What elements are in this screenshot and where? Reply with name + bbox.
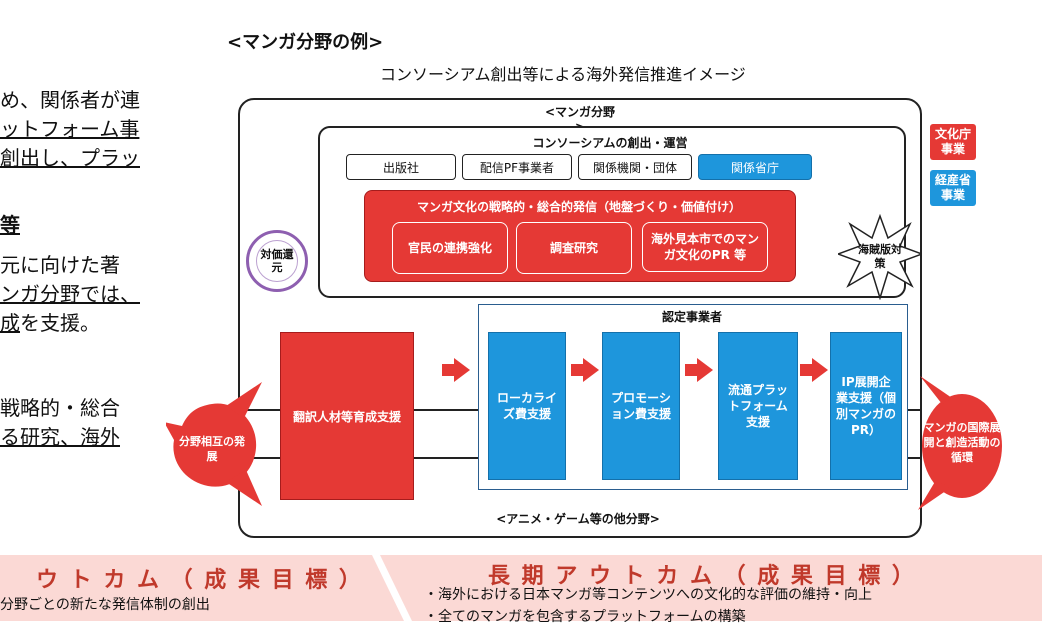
- left-text-line: 創出し、プラッ: [0, 146, 140, 170]
- piracy-label: 海賊版対策: [858, 243, 902, 270]
- left-balloon-shape: [166, 382, 262, 506]
- long-outcome-title: 長 期 ア ウ ト カ ム （ 成 果 目 標 ）: [488, 564, 916, 589]
- left-text-line: ンガ分野では、: [0, 282, 140, 306]
- legend-meti: 経産省事業: [930, 170, 976, 206]
- stakeholder-ministries: 関係省庁: [698, 154, 812, 180]
- left-text-line: ットフォーム事: [0, 117, 140, 141]
- certified-title: 認定事業者: [661, 310, 722, 324]
- compensation-circle: 対価還元: [246, 230, 308, 292]
- left-text-line: 元に向けた著: [0, 253, 120, 277]
- consortium-title: コンソーシアムの創出・運営: [532, 136, 688, 150]
- outcome-band: [0, 555, 1042, 621]
- strategy-item-trade-fair: 海外見本市でのマンガ文化のPR 等: [642, 222, 768, 272]
- step-platform: 流通プラットフォーム支援: [718, 332, 798, 480]
- mid-outcome-title: ウ ト カ ム （ 成 果 目 標 ）: [36, 568, 363, 593]
- translation-support: 翻訳人材等育成支援: [280, 332, 414, 500]
- step-localization: ローカライズ費支援: [488, 332, 566, 480]
- bottom-label: <アニメ・ゲーム等の他分野>: [496, 512, 660, 526]
- strategy-title: マンガ文化の戦略的・総合的発信（地盤づくり・価値付け）: [416, 200, 741, 214]
- diagram-title: コンソーシアム創出等による海外発信推進イメージ: [380, 65, 746, 84]
- left-text-line: 戦略的・総合: [0, 396, 120, 420]
- piracy-starburst: [838, 214, 922, 300]
- legend-bunkacho: 文化庁事業: [930, 124, 976, 160]
- stakeholder-distributor: 配信PF事業者: [462, 154, 572, 180]
- flow-arrow: [800, 358, 828, 382]
- compensation-label: 対価還元: [256, 240, 298, 282]
- step-promotion: プロモーション費支援: [602, 332, 680, 480]
- strategy-block: [364, 190, 796, 282]
- stakeholder-publisher: 出版社: [346, 154, 456, 180]
- step-ip-development: IP展開企業支援（個別マンガのPR）: [830, 332, 902, 480]
- left-text-line: る研究、海外: [0, 425, 120, 449]
- left-text-rest: を支援。: [20, 311, 100, 335]
- long-outcome-item: ・海外における日本マンガ等コンテンツへの文化的な評価の維持・向上: [424, 587, 872, 603]
- left-text-line: め、関係者が連: [0, 88, 140, 112]
- left-balloon-label: 分野相互の発展: [179, 435, 245, 463]
- left-text-underlined: 成: [0, 311, 20, 335]
- strategy-item-partnership: 官民の連携強化: [392, 222, 508, 274]
- strategy-item-research: 調査研究: [516, 222, 632, 274]
- left-text-line: 等: [0, 213, 20, 237]
- section-heading: <マンガ分野の例>: [227, 32, 384, 53]
- long-outcome-item: ・全てのマンガを包含するプラットフォームの構築: [424, 609, 746, 625]
- right-balloon-label: マンガの国際展開と創造活動の循環: [923, 421, 1001, 464]
- mid-outcome-item: 分野ごとの新たな発信体制の創出: [0, 597, 210, 613]
- right-balloon-shape: [918, 376, 1002, 510]
- flow-arrow: [571, 358, 599, 382]
- flow-arrow: [442, 358, 470, 382]
- left-text-line: 成を支援。: [0, 309, 100, 338]
- flow-arrow: [685, 358, 713, 382]
- stakeholder-organizations: 関係機関・団体: [578, 154, 692, 180]
